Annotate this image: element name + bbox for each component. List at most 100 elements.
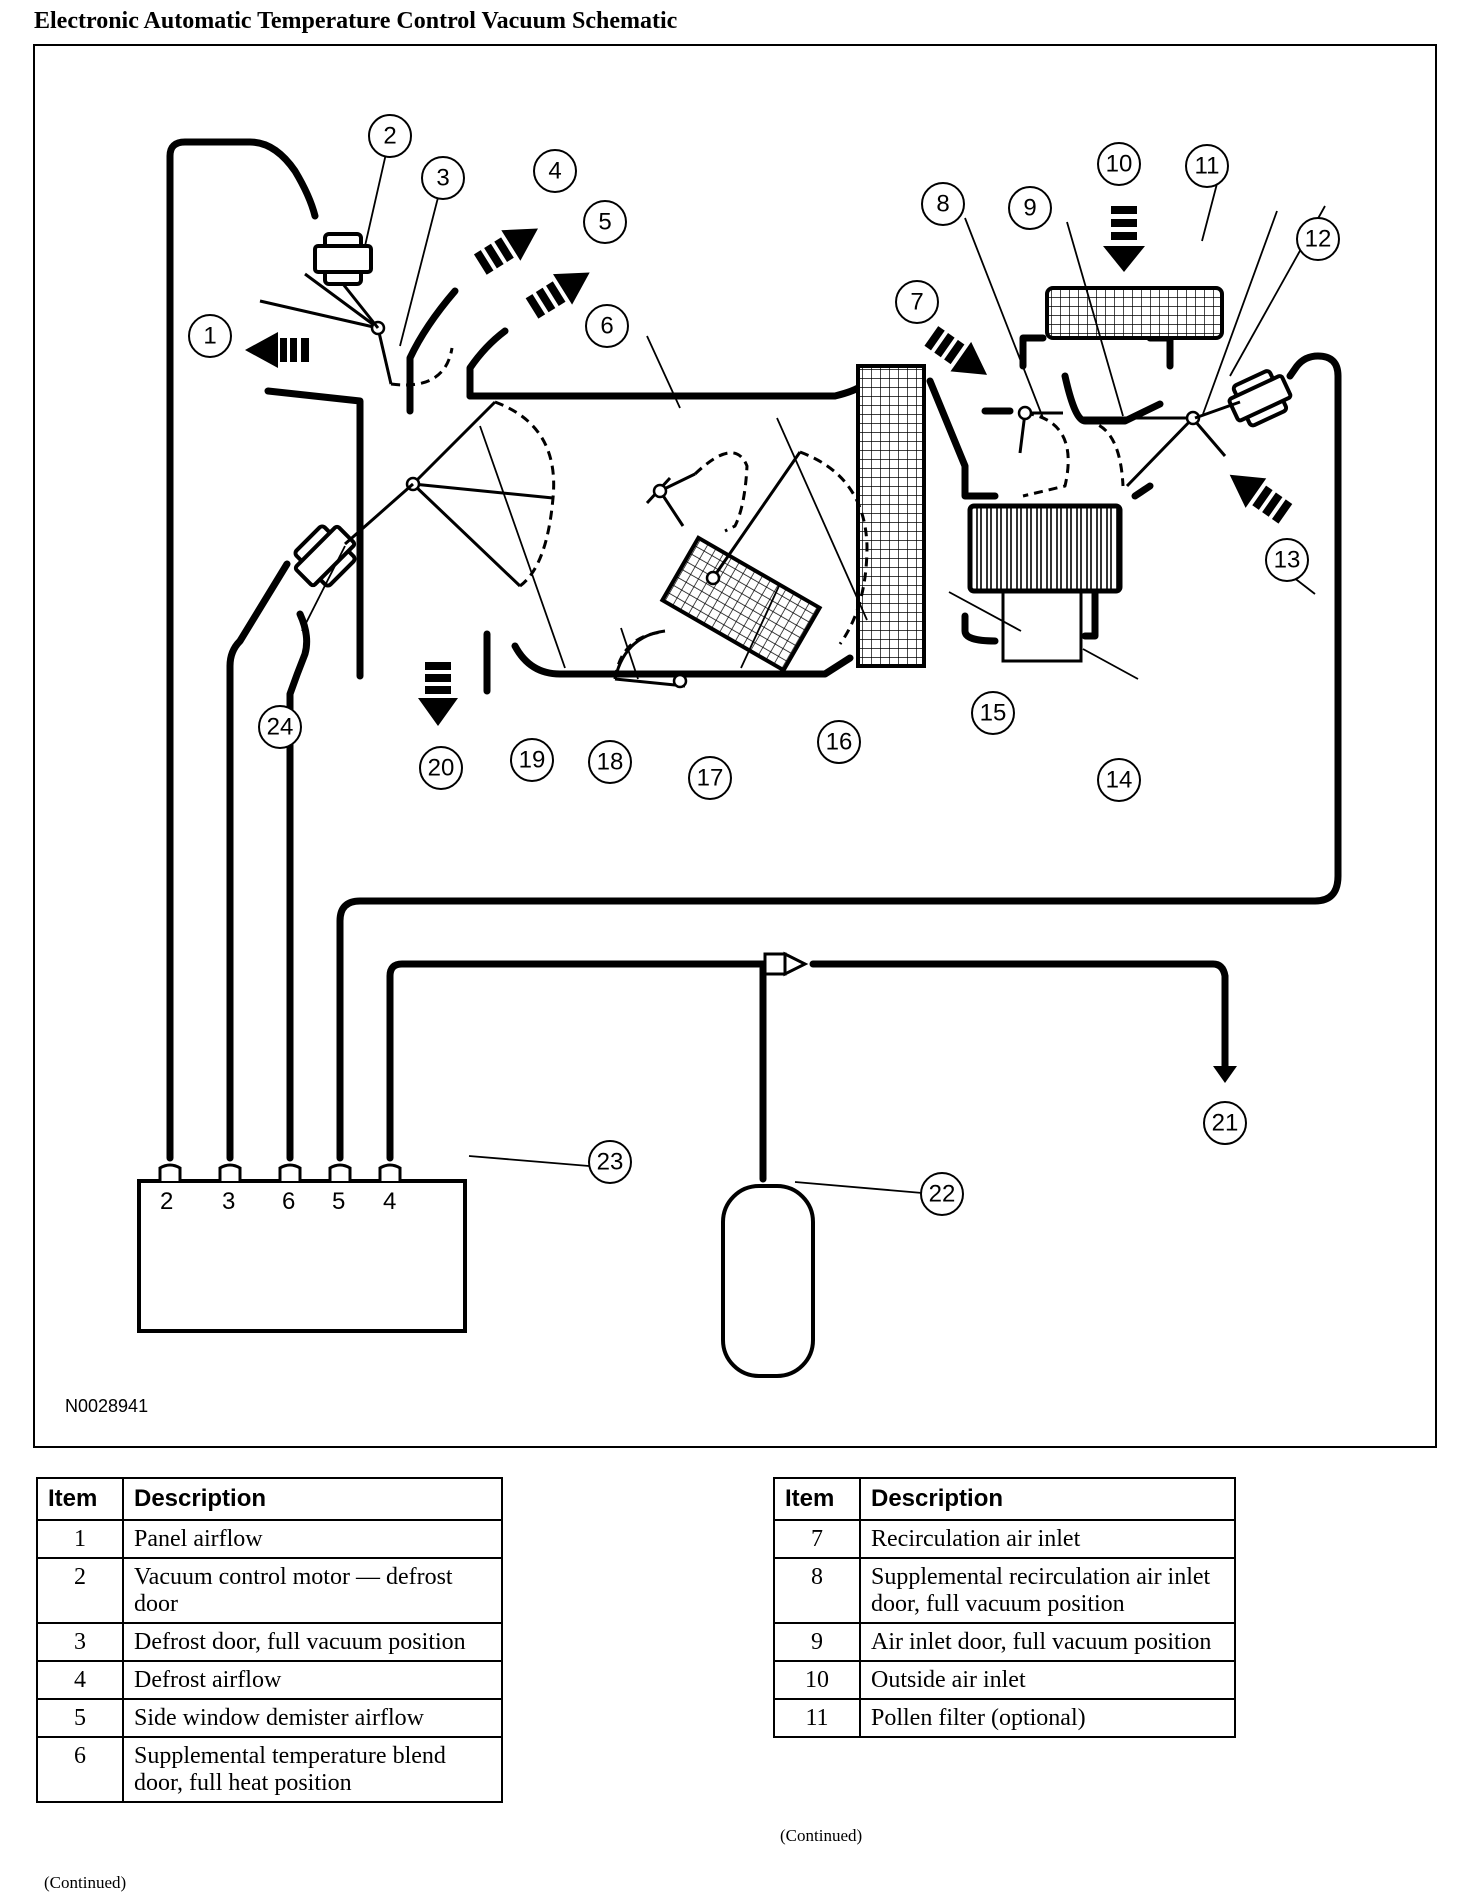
legend-item: 2 [36, 1557, 124, 1624]
vacuum-motor-24 [293, 524, 357, 588]
callout-5 [583, 200, 627, 244]
callout-number: 6 [600, 313, 613, 340]
vacuum-manifold [137, 1179, 467, 1333]
air-inlet-door-link [1080, 416, 1195, 488]
recirc-door-swing [1022, 411, 1070, 498]
legend-header-description: Description [859, 1477, 1236, 1521]
callout-number: 2 [383, 123, 396, 150]
hose-to-21 [809, 960, 1229, 1075]
filter-housing-right [1146, 334, 1174, 370]
arrow-outside-inlet [1103, 206, 1145, 272]
legend-description: Panel airflow [122, 1519, 503, 1559]
defrost-duct-inner [406, 287, 459, 415]
callout-18 [588, 740, 632, 784]
heater-core [659, 535, 823, 673]
callout-number: 14 [1106, 767, 1133, 794]
callout-number: 16 [826, 729, 853, 756]
legend-description: Outside air inlet [859, 1660, 1236, 1700]
vacuum-motor-12 [1227, 369, 1293, 428]
supplemental-blend-door [645, 472, 696, 527]
callout-4 [533, 149, 577, 193]
duct-housing [264, 287, 1174, 695]
legend-description: Air inlet door, full vacuum position [859, 1622, 1236, 1662]
vacuum-hoses [166, 138, 1342, 1183]
callouts [188, 114, 1340, 1216]
arrow-defrost-airflow [473, 228, 538, 275]
arrow-panel-airflow [245, 332, 309, 368]
callout-number: 15 [980, 700, 1007, 727]
diagram-frame: 2 3 6 5 4 N0028941 1 2 3 4 5 6 [33, 44, 1437, 1448]
legend-header-item: Item [773, 1477, 861, 1521]
manifold-port-label: 4 [383, 1188, 396, 1215]
callout-number: 5 [598, 209, 611, 236]
manifold-nipples [158, 1163, 402, 1181]
panel-duct-wall [264, 387, 364, 680]
vacuum-reservoir [721, 1184, 815, 1378]
legend-item: 4 [36, 1660, 124, 1700]
continued-note-right: (Continued) [780, 1826, 863, 1845]
legend-description: Pollen filter (optional) [859, 1698, 1236, 1738]
check-valve [763, 951, 809, 977]
callout-2 [368, 114, 412, 158]
legend-description: Recirculation air inlet [859, 1519, 1236, 1559]
legend-item: 5 [36, 1698, 124, 1738]
housing-top [466, 364, 885, 400]
callout-11 [1185, 144, 1229, 188]
temperature-blend-swing [799, 450, 869, 645]
manifold-port-label: 5 [332, 1188, 345, 1215]
blower-motor [1001, 586, 1083, 663]
callout-number: 4 [548, 158, 561, 185]
callout-number: 9 [1023, 195, 1036, 222]
legend-header-row: Item Description [36, 1477, 503, 1521]
callout-15 [971, 691, 1015, 735]
legend-description: Vacuum control motor — defrost door [122, 1557, 503, 1624]
callout-number: 22 [929, 1181, 956, 1208]
callout-13 [1265, 538, 1309, 582]
manifold-port-label: 3 [222, 1188, 235, 1215]
hose-port-3 [226, 560, 291, 1162]
callout-number: 12 [1305, 226, 1332, 253]
legend-item: 11 [773, 1698, 861, 1738]
callout-22 [920, 1172, 964, 1216]
continued-note-left: (Continued) [44, 1873, 127, 1892]
legend-description: Supplemental recirculation air inlet doo… [859, 1557, 1236, 1624]
legend-item: 6 [36, 1736, 124, 1803]
legend-description: Supplemental temperature blend door, ful… [122, 1736, 503, 1803]
vacuum-schematic: 2 3 6 5 4 N0028941 1 2 3 4 5 6 [65, 114, 1342, 1416]
arrow-floor-airflow [418, 662, 458, 726]
callout-number: 7 [910, 289, 923, 316]
heater-door-swing [613, 630, 664, 680]
blower-scroll [926, 377, 999, 500]
legend-item: 7 [773, 1519, 861, 1559]
figure-id: N0028941 [65, 1396, 148, 1416]
defrost-door-swing [390, 347, 454, 387]
hose-port-4 [386, 960, 769, 1162]
supplemental-blend-swing [693, 451, 749, 533]
airflow-arrows [245, 206, 1293, 726]
callout-23 [588, 1140, 632, 1184]
callout-number: 11 [1195, 153, 1220, 180]
callout-7 [895, 280, 939, 324]
vacuum-motor-2 [313, 232, 380, 329]
callout-19 [510, 738, 554, 782]
callout-number: 17 [697, 765, 724, 792]
callout-number: 19 [519, 747, 546, 774]
callout-number: 3 [436, 165, 449, 192]
arrow-inlet-13 [1229, 474, 1293, 524]
air-inlet-door [1084, 419, 1125, 487]
legend-description: Side window demister airflow [122, 1698, 503, 1738]
callout-number: 24 [267, 714, 294, 741]
blower-outlet [961, 612, 999, 645]
blower-wheel [967, 503, 1123, 594]
legend-item: 8 [773, 1557, 861, 1624]
callout-number: 10 [1106, 151, 1133, 178]
